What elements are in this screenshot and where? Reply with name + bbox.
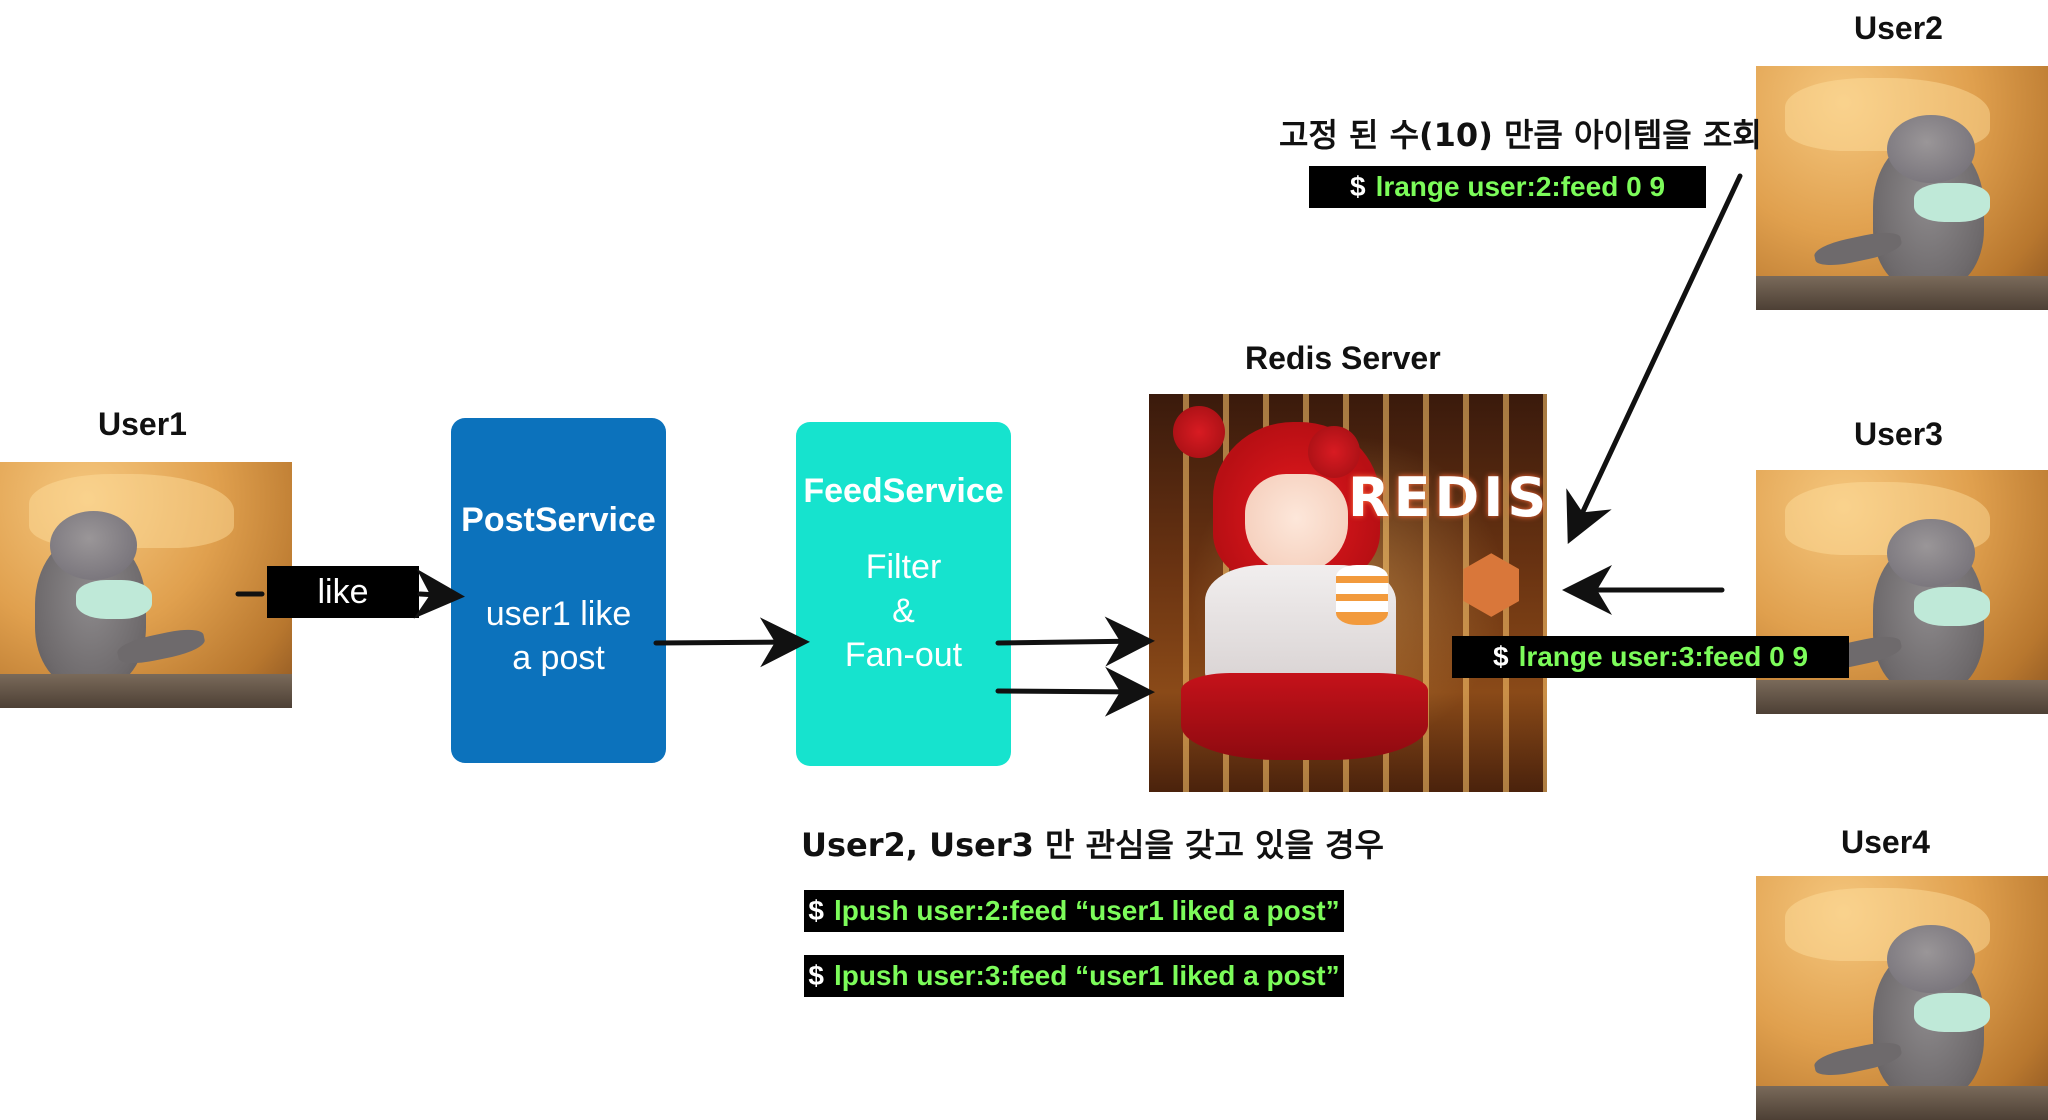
lrange-user2-text: lrange user:2:feed 0 9 <box>1375 171 1666 202</box>
lpush-user3-text: lpush user:3:feed “user1 liked a post” <box>833 960 1340 991</box>
user2-cat-photo <box>1756 66 2048 310</box>
lrange-user2-command: $ lrange user:2:feed 0 9 <box>1309 166 1706 208</box>
post-service-title: PostService <box>461 501 656 539</box>
like-tag: like <box>267 566 419 618</box>
lrange-user3-text: lrange user:3:feed 0 9 <box>1518 641 1809 672</box>
read-note: 고정 된 수(10) 만큼 아이템을 조회 <box>1279 116 1762 154</box>
user4-label: User4 <box>1841 824 1930 860</box>
arrow-feedservice-to-redis-2 <box>995 666 1155 717</box>
interest-note: User2, User3 만 관심을 갖고 있을 경우 <box>801 826 1384 864</box>
prompt-symbol: $ <box>1492 641 1509 672</box>
redis-server-title: Redis Server <box>1245 340 1441 376</box>
post-service-box: PostService user1 like a post <box>451 418 666 763</box>
user1-cat-photo <box>0 462 292 708</box>
arrow-like-to-postservice <box>413 568 465 619</box>
prompt-symbol: $ <box>808 895 824 926</box>
redis-mascot-image: REDIS <box>1149 394 1547 792</box>
feed-service-box: FeedService Filter & Fan-out <box>796 422 1011 766</box>
user2-label: User2 <box>1854 10 1943 46</box>
prompt-symbol: $ <box>1349 171 1366 202</box>
user3-cat-photo <box>1756 470 2048 714</box>
lpush-user2-command: $ lpush user:2:feed “user1 liked a post” <box>804 890 1344 932</box>
lrange-user3-command: $ lrange user:3:feed 0 9 <box>1452 636 1849 678</box>
database-icon <box>1336 565 1388 625</box>
user4-cat-photo <box>1756 876 2048 1120</box>
feed-service-subtitle: Filter & Fan-out <box>844 547 963 674</box>
user1-label: User1 <box>98 406 187 442</box>
redis-logo-text: REDIS <box>1348 465 1547 529</box>
prompt-symbol: $ <box>808 960 824 991</box>
arrow-postservice-to-feedservice <box>653 617 810 668</box>
arrow-user2-to-redis <box>1566 173 1743 545</box>
arrow-feedservice-to-redis-1 <box>995 616 1155 667</box>
user3-label: User3 <box>1854 416 1943 452</box>
feed-service-title: FeedService <box>803 471 1004 510</box>
lpush-user3-command: $ lpush user:3:feed “user1 liked a post” <box>804 955 1344 997</box>
hexagon-icon <box>1463 553 1520 617</box>
post-service-subtitle: user1 like a post <box>485 595 632 677</box>
lpush-user2-text: lpush user:2:feed “user1 liked a post” <box>833 895 1340 926</box>
